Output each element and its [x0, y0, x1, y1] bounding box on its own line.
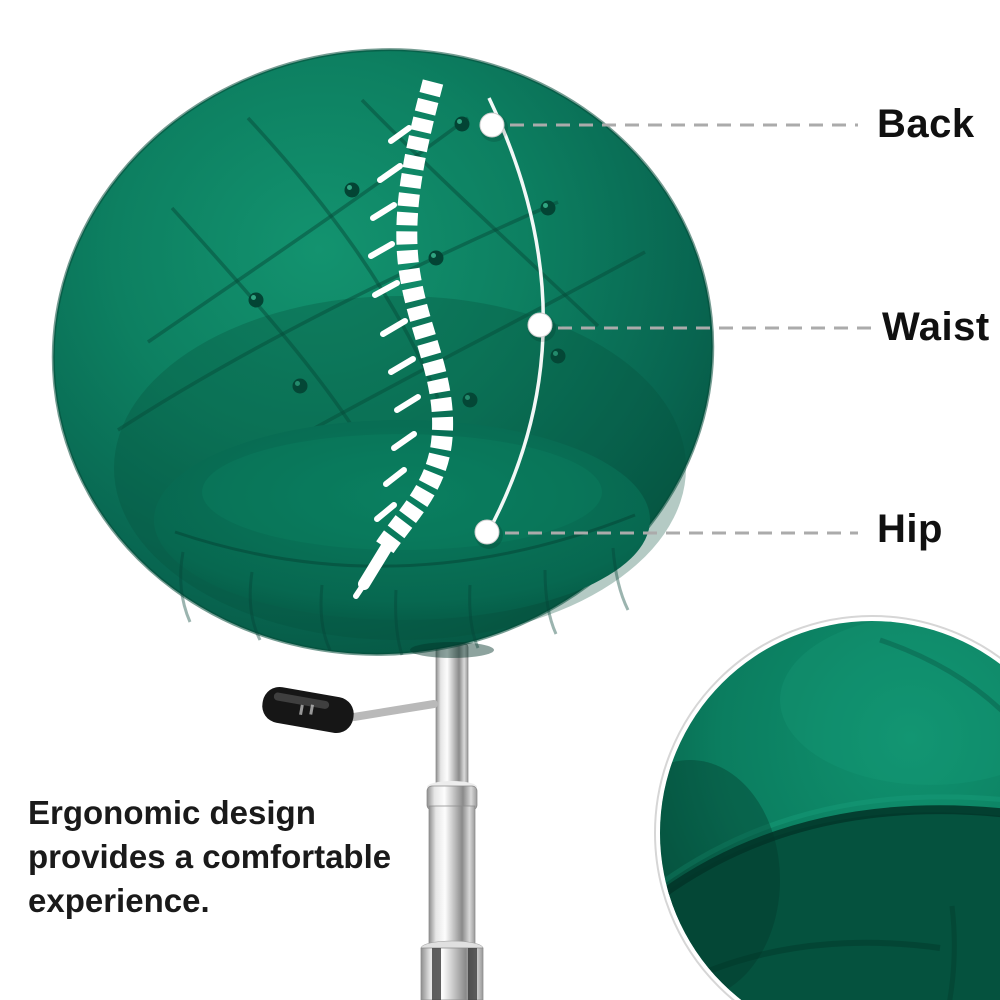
- chair-body: [51, 48, 715, 658]
- callout-dot-waist: [527, 312, 553, 338]
- tuft-buttons: [248, 116, 566, 408]
- tuft-button: [540, 200, 556, 216]
- callout-dot-back: [479, 112, 505, 138]
- leader-lines: [505, 123, 872, 535]
- tuft-button: [462, 392, 478, 408]
- spine-icon: [353, 79, 454, 599]
- tuft-button: [550, 348, 566, 364]
- tuft-button: [248, 292, 264, 308]
- detail-inset: [654, 615, 1000, 1000]
- callout-label-back: Back: [877, 102, 975, 146]
- tuft-button: [454, 116, 470, 132]
- rim-channels: [179, 547, 630, 656]
- tuft-button: [344, 182, 360, 198]
- seat-cushion: [154, 420, 650, 620]
- tuft-button: [292, 378, 308, 394]
- callout-label-waist: Waist: [882, 305, 990, 349]
- callout-label-hip: Hip: [877, 507, 943, 551]
- pedestal-column: [262, 643, 484, 1000]
- callout-dot-hip: [474, 519, 500, 545]
- caption-text: Ergonomic design provides a comfortable …: [28, 794, 392, 920]
- tuft-button: [428, 250, 444, 266]
- height-adjustment-lever: [262, 686, 438, 734]
- callout-dots: [474, 112, 556, 549]
